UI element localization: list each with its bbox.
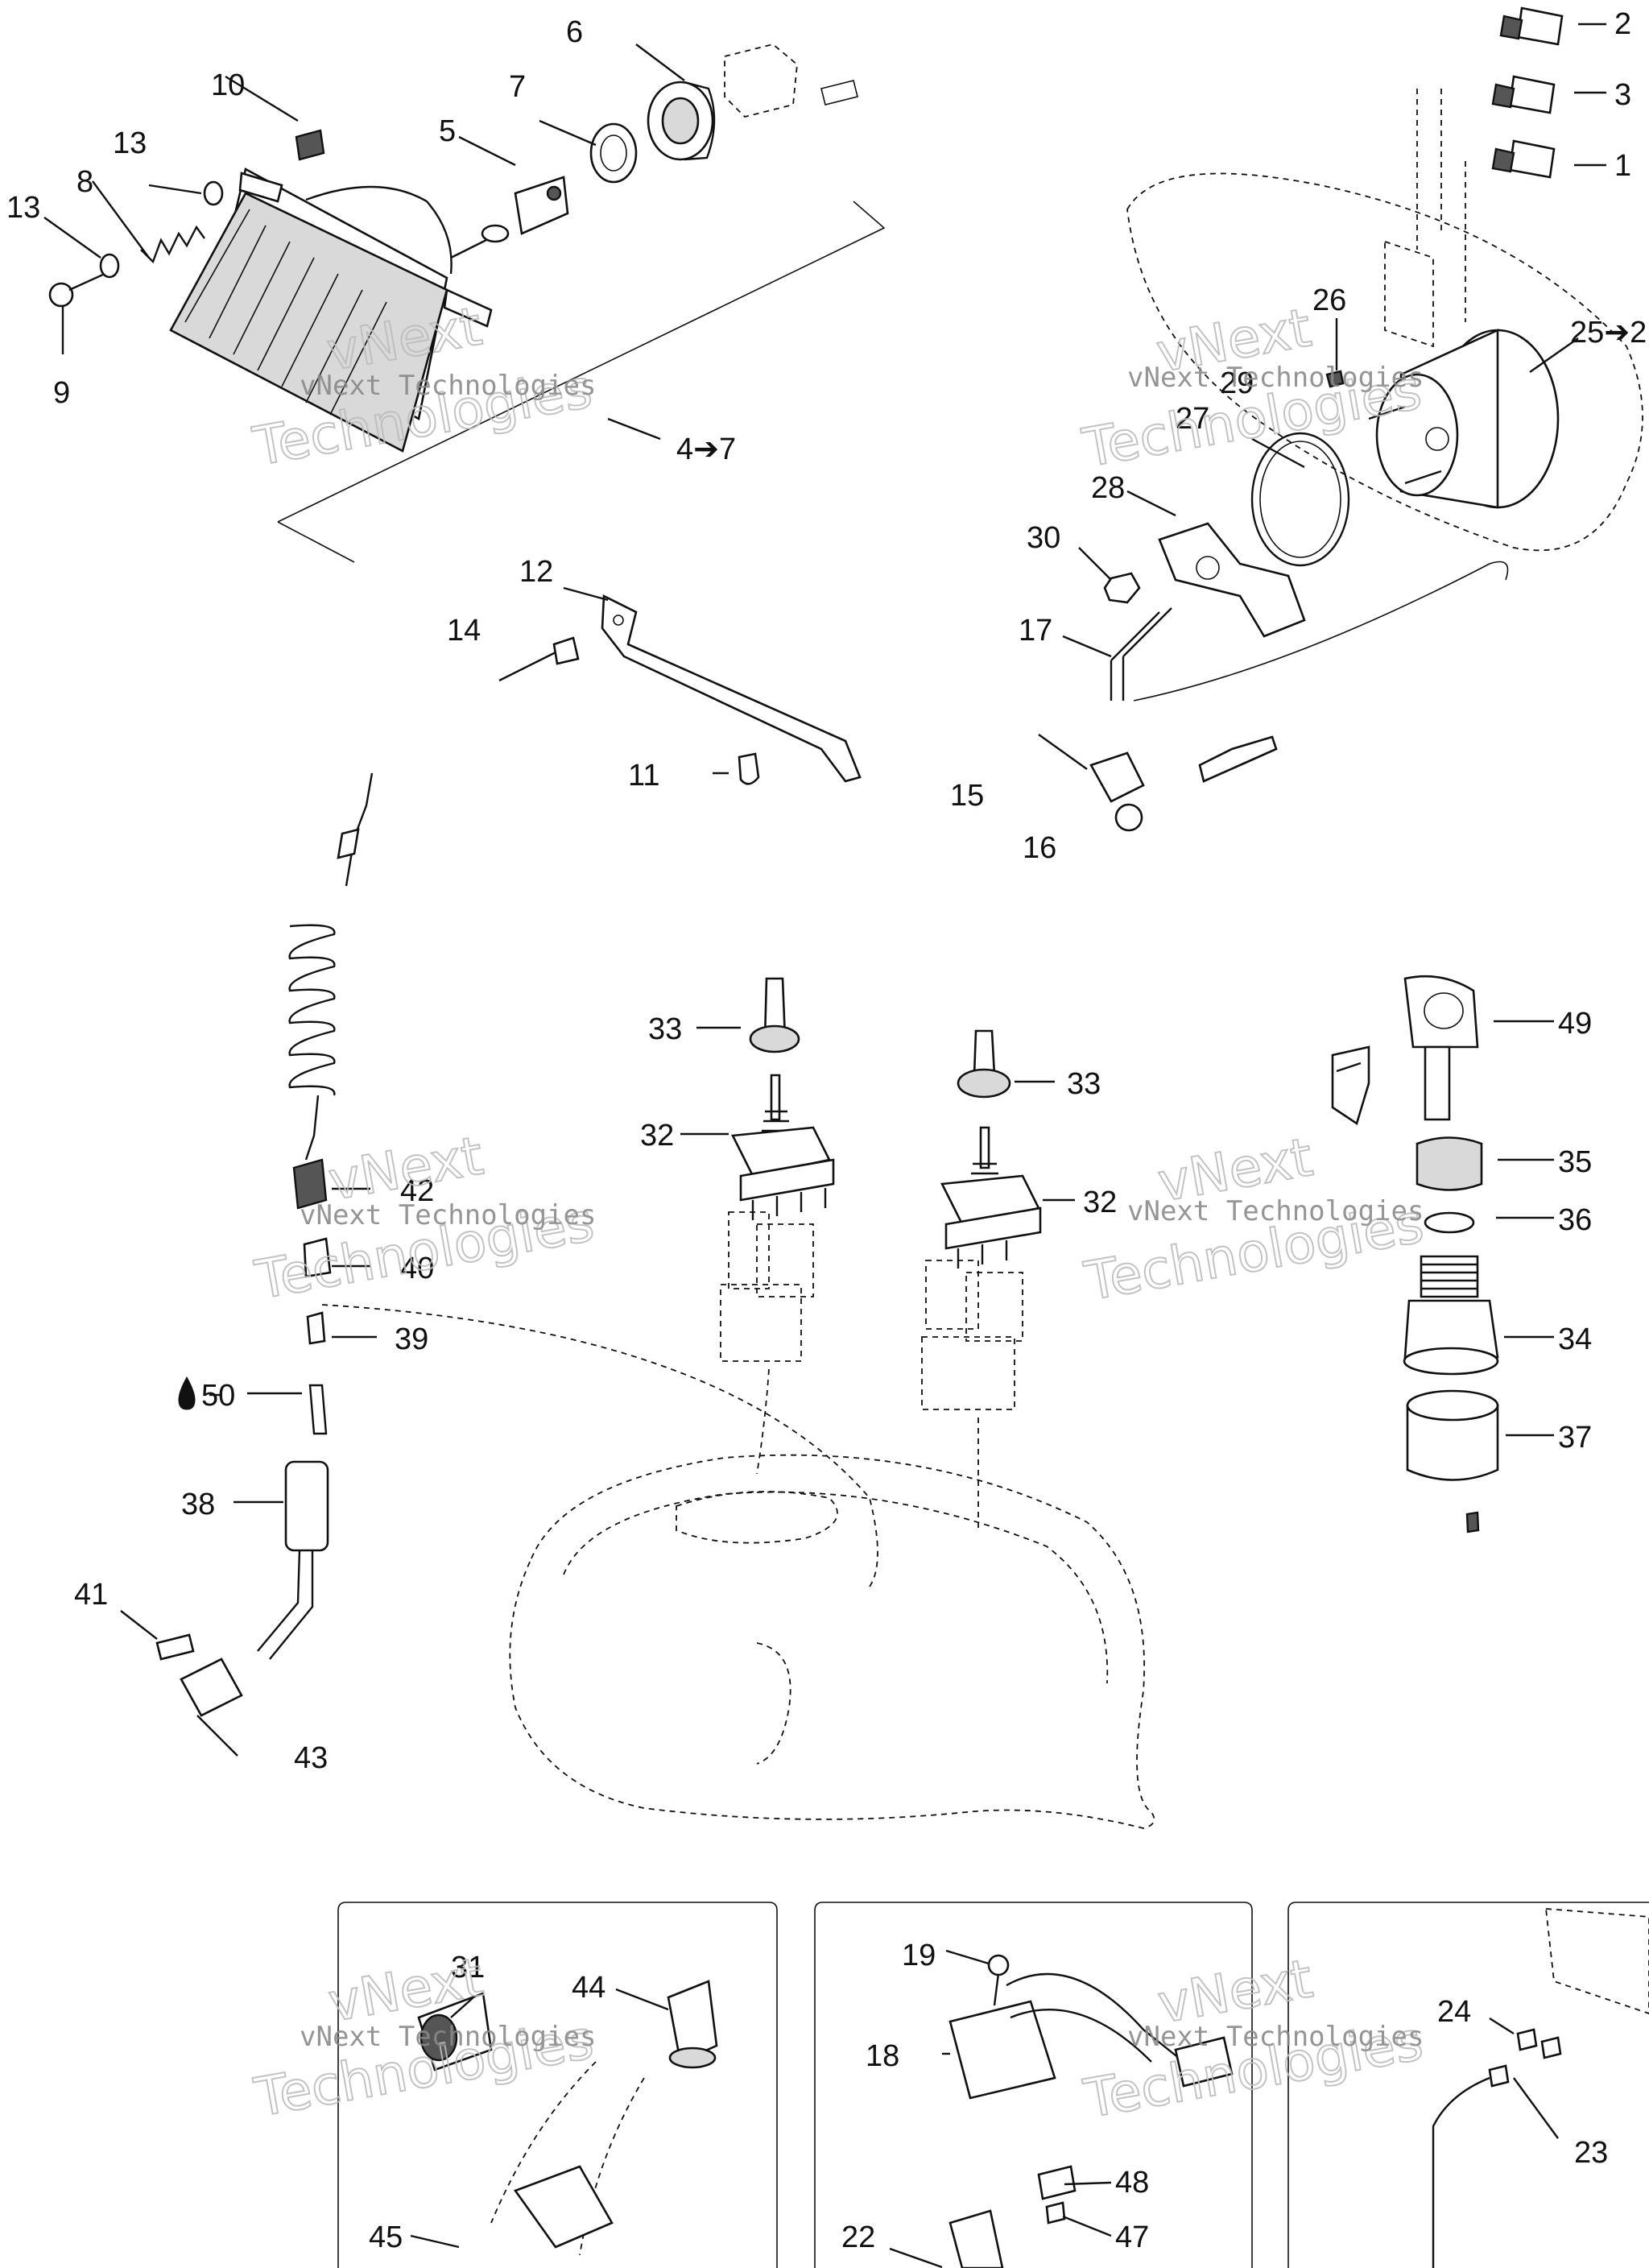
oil-drop-icon <box>178 1376 196 1410</box>
callout-33-left: 33 <box>648 1012 682 1046</box>
callout-33-right: 33 <box>1067 1067 1101 1101</box>
callout-15: 15 <box>950 779 984 813</box>
callout-24: 24 <box>1437 1995 1471 2029</box>
callout-9: 9 <box>53 376 70 410</box>
callout-37: 37 <box>1558 1421 1592 1455</box>
gauge-panel-assembly <box>1038 6 1643 832</box>
callout-6: 6 <box>566 15 583 49</box>
toggle-switches <box>720 977 1042 1530</box>
leader-lines <box>43 23 1606 2268</box>
callout-47: 47 <box>1115 2220 1149 2254</box>
callout-8: 8 <box>76 165 93 199</box>
callout-48: 48 <box>1115 2166 1149 2200</box>
callout-1: 1 <box>1614 149 1631 183</box>
watermark-text-5: vNext Technologies <box>300 2021 596 2053</box>
callout-32-left: 32 <box>640 1119 674 1153</box>
callout-41: 41 <box>74 1578 108 1612</box>
callout-18: 18 <box>866 2039 899 2073</box>
callout-3: 3 <box>1614 78 1631 112</box>
watermark-text-1: vNext Technologies <box>300 370 596 402</box>
callout-35: 35 <box>1558 1145 1592 1179</box>
callout-29: 29 <box>1220 366 1254 400</box>
callout-12: 12 <box>519 555 553 589</box>
callout-25-2: 25➔2 <box>1570 316 1647 350</box>
callout-50: 50 <box>201 1379 235 1413</box>
callout-labels: 1 2 3 4➔7 5 6 7 8 9 10 11 12 13 13 14 15… <box>6 7 1647 2254</box>
watermark-text-3: vNext Technologies <box>300 1199 596 1231</box>
callout-7: 7 <box>509 70 526 104</box>
callout-17: 17 <box>1019 614 1052 648</box>
callout-4-7: 4➔7 <box>676 432 736 466</box>
callout-26: 26 <box>1312 284 1346 317</box>
callout-16: 16 <box>1023 831 1056 865</box>
callout-22: 22 <box>841 2220 875 2254</box>
watermark-text-4: vNext Technologies <box>1127 1195 1424 1227</box>
callout-14: 14 <box>447 614 481 648</box>
inset-panel-right <box>1287 1902 1649 2268</box>
watermarks: vNext Technologies vNext Technologies vN… <box>248 294 1429 2131</box>
watermark-text-2: vNext Technologies <box>1127 362 1424 394</box>
callout-27: 27 <box>1176 402 1209 436</box>
console-outline <box>321 1304 1155 1829</box>
callout-31: 31 <box>451 1951 485 1984</box>
headlamp-assembly <box>48 43 886 563</box>
callout-42: 42 <box>400 1174 434 1208</box>
callout-11: 11 <box>628 759 659 793</box>
callout-49: 49 <box>1558 1007 1592 1041</box>
ignition-switch-assembly <box>1331 975 1499 1533</box>
callout-43: 43 <box>294 1741 328 1775</box>
callout-38: 38 <box>181 1488 215 1521</box>
callout-40: 40 <box>400 1252 434 1285</box>
callout-39: 39 <box>395 1322 428 1356</box>
switch-1 <box>1491 139 1556 179</box>
callout-28: 28 <box>1091 471 1125 505</box>
callout-13-lower: 13 <box>6 191 40 225</box>
callout-10: 10 <box>211 68 245 102</box>
callout-23: 23 <box>1574 2136 1608 2170</box>
callout-45: 45 <box>369 2220 403 2254</box>
callout-5: 5 <box>439 114 456 148</box>
callout-34: 34 <box>1558 1322 1592 1356</box>
callout-2: 2 <box>1614 7 1631 41</box>
callout-13-upper: 13 <box>113 126 147 160</box>
switch-2 <box>1499 6 1564 46</box>
headlamp-support-bracket <box>498 594 862 785</box>
callout-30: 30 <box>1027 521 1060 555</box>
callout-36: 36 <box>1558 1203 1592 1237</box>
inset-panel-left <box>337 1902 778 2268</box>
callout-19: 19 <box>902 1939 936 1972</box>
callout-44: 44 <box>572 1971 605 2005</box>
inset-panel-center <box>814 1902 1253 2268</box>
callout-32-right: 32 <box>1083 1186 1117 1219</box>
switch-3 <box>1491 75 1556 114</box>
safety-lanyard-assembly <box>155 772 374 1717</box>
watermark-text-6: vNext Technologies <box>1127 2021 1424 2053</box>
